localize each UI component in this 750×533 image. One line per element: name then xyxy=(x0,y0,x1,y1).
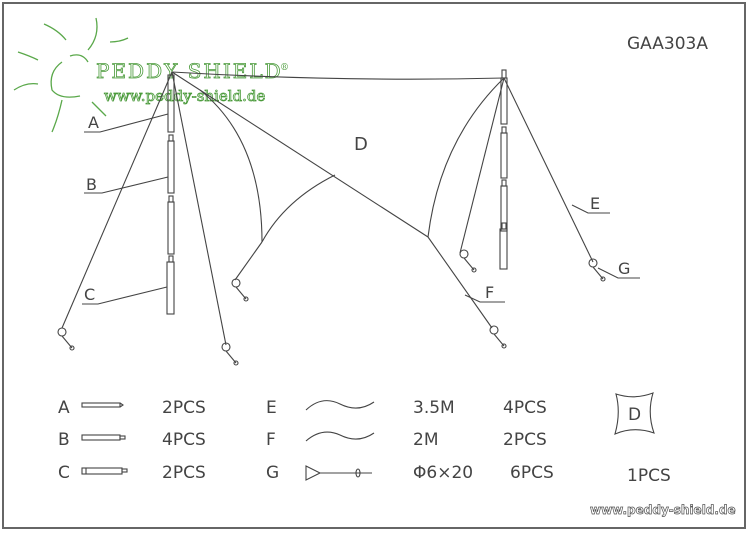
part-label-d: D xyxy=(628,405,641,425)
part-label-f: F xyxy=(266,430,276,450)
part-label-b: B xyxy=(58,430,70,450)
callout-g: G xyxy=(618,259,630,278)
part-qty-d: 1PCS xyxy=(627,466,671,486)
ground-stake-icon xyxy=(305,465,372,481)
pole-segment-c-icon xyxy=(81,467,128,475)
brand-watermark: PEDDY SHIELD xyxy=(96,59,283,83)
part-label-g: G xyxy=(266,463,279,483)
callout-f: F xyxy=(485,283,494,302)
part-qty-g: 6PCS xyxy=(510,463,554,483)
callout-c: C xyxy=(84,285,95,304)
pole-segment-a-icon xyxy=(81,402,124,408)
part-qty-a: 2PCS xyxy=(162,398,206,418)
rope-f-icon xyxy=(305,431,375,442)
rope-e-icon xyxy=(305,400,375,411)
sun-logo-icon xyxy=(13,17,129,133)
part-qty-c: 2PCS xyxy=(162,463,206,483)
part-qty-e: 4PCS xyxy=(503,398,547,418)
shade-label-d: D xyxy=(354,134,368,155)
footer-url: www.peddy-shield.de xyxy=(590,503,736,517)
pole-segment-b-icon xyxy=(81,434,126,441)
part-spec-g: Φ6×20 xyxy=(413,463,473,483)
part-spec-f: 2M xyxy=(413,430,438,450)
model-code: GAA303A xyxy=(627,34,708,54)
url-watermark: www.peddy-shield.de xyxy=(104,87,266,105)
registered-mark: ® xyxy=(280,63,289,73)
part-qty-f: 2PCS xyxy=(503,430,547,450)
part-qty-b: 4PCS xyxy=(162,430,206,450)
parts-list: A B C 2PCS 4PCS 2PCS E F G 3.5M 2M Φ6×20… xyxy=(58,392,671,486)
callout-a: A xyxy=(88,113,99,132)
callout-b: B xyxy=(86,175,97,194)
shade-sail-icon xyxy=(614,392,655,435)
part-label-e: E xyxy=(266,398,277,418)
part-label-a: A xyxy=(58,398,70,418)
ground-stakes xyxy=(57,249,606,366)
part-label-c: C xyxy=(58,463,70,483)
tent-drawing xyxy=(57,69,640,366)
part-spec-e: 3.5M xyxy=(413,398,455,418)
callout-e: E xyxy=(590,194,600,213)
